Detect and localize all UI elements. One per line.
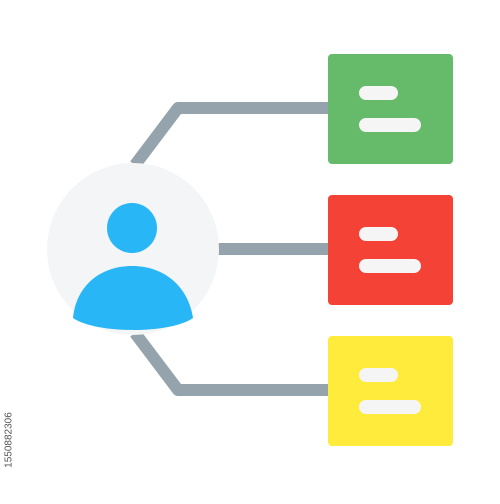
- card-green-bg: [328, 54, 453, 164]
- text-lines-icon: [359, 86, 421, 132]
- card-red-bg: [328, 195, 453, 305]
- card-line-short: [359, 227, 398, 241]
- user-head: [107, 203, 157, 253]
- connector-bottom: [130, 329, 330, 396]
- user-body: [73, 266, 193, 330]
- card-yellow-bg: [328, 336, 453, 446]
- card-line-short: [359, 86, 398, 100]
- card-line-long: [359, 118, 421, 132]
- text-lines-icon: [359, 368, 421, 414]
- card-red: [328, 195, 453, 305]
- stock-id-text: 1550882306: [3, 412, 15, 468]
- card-line-long: [359, 400, 421, 414]
- card-line-long: [359, 259, 421, 273]
- card-yellow: [328, 336, 453, 446]
- card-line-short: [359, 368, 398, 382]
- text-lines-icon: [359, 227, 421, 273]
- connector-lines: [130, 102, 330, 396]
- connector-top: [130, 102, 330, 169]
- card-green: [328, 54, 453, 164]
- user-icon: [73, 203, 193, 330]
- stock-id-label: 1550882306: [2, 380, 16, 500]
